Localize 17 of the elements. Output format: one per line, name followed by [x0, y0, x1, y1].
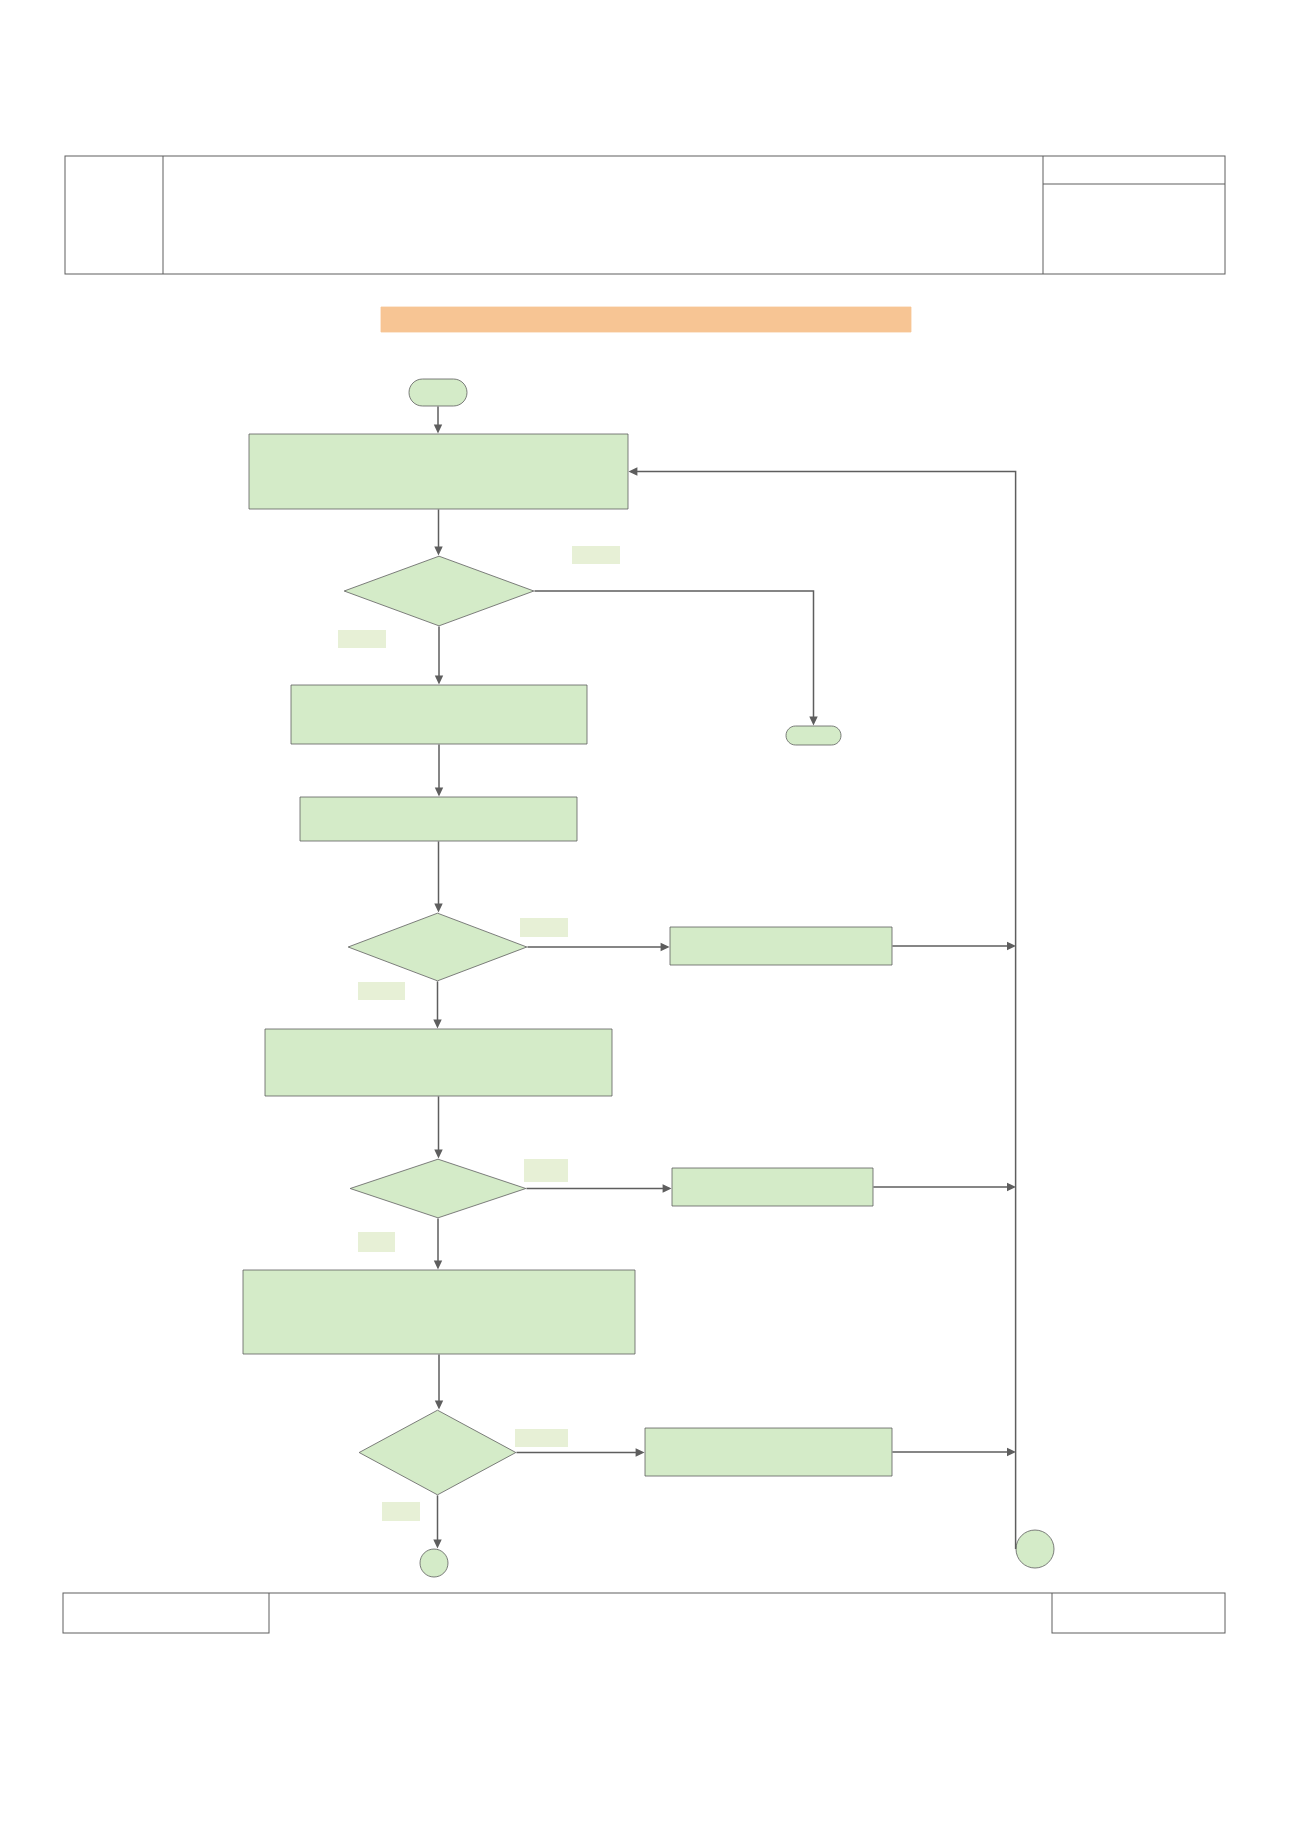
decision-diamond [347, 912, 528, 982]
title-bar [380, 306, 912, 333]
decision-diamond [343, 555, 535, 627]
process-box [242, 1269, 636, 1355]
connector-circle [419, 1548, 449, 1578]
process-box [248, 433, 629, 510]
decision-diamond [349, 1158, 527, 1219]
connector-circle [1015, 1529, 1055, 1569]
process-box [669, 926, 893, 966]
decision-diamond [358, 1409, 517, 1496]
process-box [264, 1028, 613, 1097]
terminator [785, 725, 842, 746]
terminator [408, 378, 468, 407]
process-box [290, 684, 588, 745]
process-box [299, 796, 578, 842]
process-box [671, 1167, 874, 1207]
process-box [644, 1427, 893, 1477]
